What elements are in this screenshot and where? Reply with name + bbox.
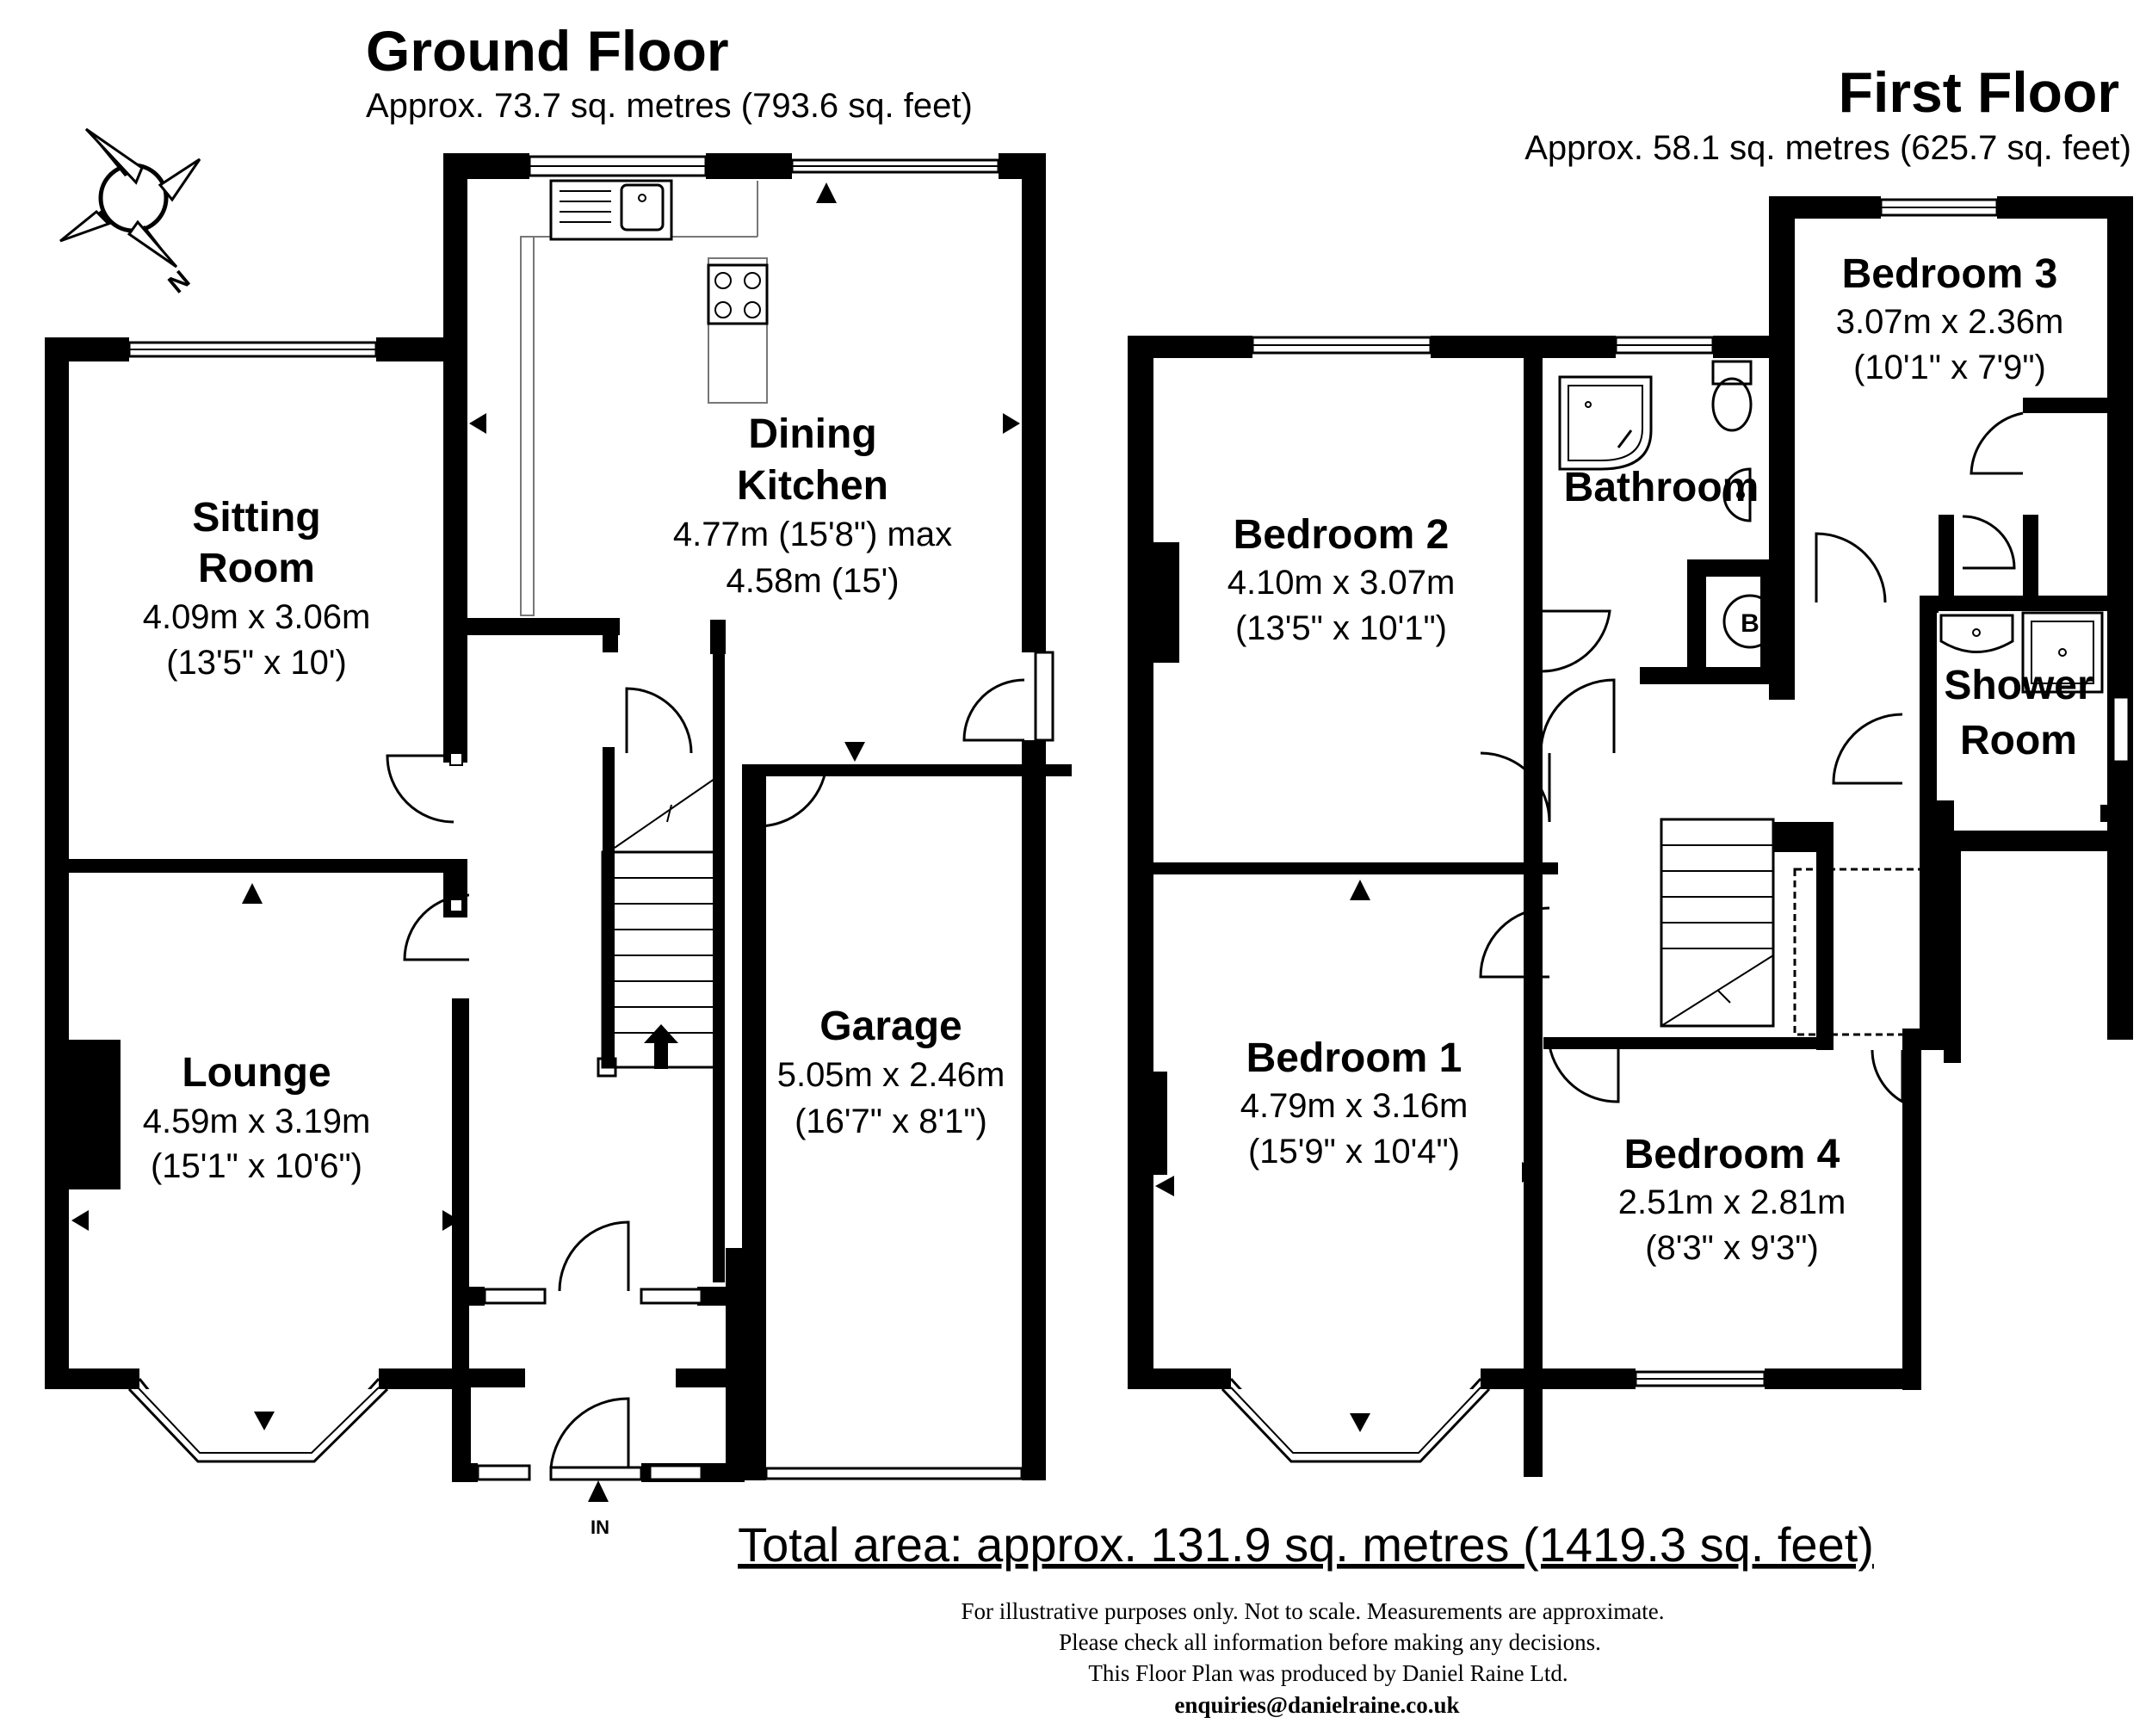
first-doors — [1479, 411, 2024, 1104]
room-name: Room — [1960, 718, 2077, 763]
room-name: Room — [198, 546, 315, 591]
contact-email[interactable]: enquiries@danielraine.co.uk — [1174, 1692, 1459, 1718]
shower-fittings — [1939, 611, 2104, 694]
room-name: Bedroom 2 — [1234, 512, 1450, 558]
compass-icon: N — [59, 127, 201, 300]
room-name: Bedroom 3 — [1842, 251, 2058, 297]
room-dim-metric: 4.10m x 3.07m — [1228, 564, 1456, 602]
ground-doors — [386, 678, 1025, 1468]
room-dim-imperial: (13'5" x 10') — [166, 644, 347, 682]
room-name: Bedroom 4 — [1624, 1132, 1840, 1177]
compass-north-label: N — [163, 265, 195, 299]
ground-floor-windows — [127, 155, 1054, 1481]
room-dim-metric: 3.07m x 2.36m — [1836, 303, 2064, 341]
room-dim-metric: 5.05m x 2.46m — [777, 1056, 1005, 1094]
room-name: Dining — [748, 411, 876, 457]
hob-icon — [707, 263, 769, 325]
ground-floor-area: Approx. 73.7 sq. metres (793.6 sq. feet) — [366, 87, 973, 125]
room-dining-kitchen: Dining Kitchen 4.77m (15'8") max 4.58m (… — [673, 411, 952, 600]
room-name: Shower — [1944, 663, 2093, 708]
kitchen-fittings — [520, 179, 769, 616]
ground-stairs — [597, 778, 716, 1078]
ground-dimension-markers — [71, 182, 1020, 1502]
loft-hatch — [1793, 868, 1926, 1036]
room-dim-imperial: (16'7" x 8'1") — [795, 1103, 987, 1140]
room-bathroom: Bathroom — [1564, 465, 1759, 510]
boiler-icon: B — [1722, 594, 1778, 649]
first-stairs — [1660, 818, 1775, 1028]
room-dim-imperial: (13'5" x 10'1") — [1235, 609, 1447, 647]
room-dim-metric: 2.51m x 2.81m — [1618, 1183, 1846, 1221]
boiler-label: B — [1741, 609, 1759, 638]
room-name: Kitchen — [737, 463, 888, 509]
total-area: Total area: approx. 131.9 sq. metres (14… — [738, 1517, 1874, 1572]
room-bedroom-2: Bedroom 2 4.10m x 3.07m (13'5" x 10'1") — [1228, 512, 1456, 647]
first-floor-walls — [1128, 196, 2133, 1477]
disclaimer-line-1: For illustrative purposes only. Not to s… — [961, 1598, 1664, 1624]
first-floor-area: Approx. 58.1 sq. metres (625.7 sq. feet) — [1524, 129, 2131, 167]
room-name: Lounge — [182, 1050, 331, 1096]
room-garage: Garage 5.05m x 2.46m (16'7" x 8'1") — [777, 1004, 1005, 1140]
room-name: Sitting — [192, 495, 320, 541]
room-dim-imperial: (10'1" x 7'9") — [1853, 349, 2046, 386]
first-dimension-markers — [1155, 880, 1541, 1432]
room-dim-imperial: (8'3" x 9'3") — [1645, 1229, 1819, 1267]
room-dim-imperial: (15'1" x 10'6") — [151, 1147, 362, 1185]
room-dim-metric: 4.79m x 3.16m — [1240, 1087, 1469, 1125]
room-dim-imperial: (15'9" x 10'4") — [1248, 1133, 1460, 1171]
bathroom-fittings: B — [1558, 360, 1778, 649]
disclaimer-line-2: Please check all information before maki… — [1059, 1629, 1601, 1655]
room-name: Garage — [819, 1004, 962, 1049]
room-dim-metric: 4.09m x 3.06m — [143, 598, 371, 636]
entrance-label: IN — [591, 1517, 609, 1538]
disclaimer-line-3: This Floor Plan was produced by Daniel R… — [1088, 1660, 1568, 1686]
ground-floor-title: Ground Floor — [366, 19, 729, 83]
room-lounge: Lounge 4.59m x 3.19m (15'1" x 10'6") — [143, 1050, 371, 1185]
first-floor-windows — [1221, 198, 2130, 1463]
room-dim-imperial: 4.58m (15') — [726, 562, 899, 600]
room-name: Bedroom 1 — [1246, 1035, 1462, 1081]
room-bedroom-1: Bedroom 1 4.79m x 3.16m (15'9" x 10'4") — [1240, 1035, 1469, 1171]
room-sitting-room: Sitting Room 4.09m x 3.06m (13'5" x 10') — [143, 495, 371, 682]
first-floor-title: First Floor — [1839, 60, 2119, 124]
room-shower-room: Shower Room — [1944, 663, 2093, 763]
room-dim-metric: 4.59m x 3.19m — [143, 1103, 371, 1140]
room-dim-metric: 4.77m (15'8") max — [673, 516, 952, 553]
room-bedroom-3: Bedroom 3 3.07m x 2.36m (10'1" x 7'9") — [1836, 251, 2064, 386]
room-bedroom-4: Bedroom 4 2.51m x 2.81m (8'3" x 9'3") — [1618, 1132, 1846, 1267]
